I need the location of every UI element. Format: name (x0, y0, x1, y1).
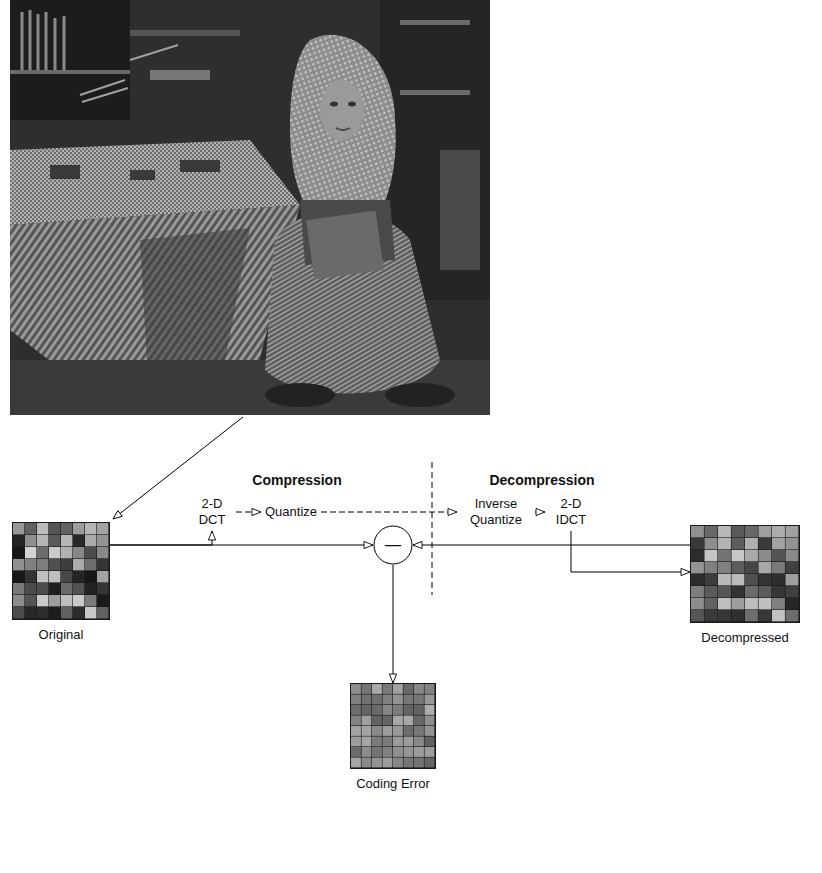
operator-symbol: — (385, 537, 401, 553)
image-block: Original (12, 522, 110, 643)
pixel-grid (12, 522, 110, 620)
section-heading: Decompression (489, 472, 594, 488)
step-label: Inverse Quantize (461, 496, 531, 528)
image-block: Decompressed (690, 525, 800, 646)
step-label: Quantize (265, 504, 317, 520)
subtract-circle: — (373, 525, 413, 565)
leader-arrow (113, 417, 243, 519)
process-step: 2-D DCT (192, 496, 232, 528)
step-label: 2-D DCT (192, 496, 232, 528)
flow-arrow (321, 512, 457, 513)
flow-arrow (393, 565, 394, 683)
pixel-grid (690, 525, 800, 623)
flow-arrow (535, 512, 545, 513)
block-caption: Decompressed (690, 630, 800, 646)
flow-arrow (413, 545, 690, 546)
divider-line (432, 462, 433, 595)
process-step: Inverse Quantize (461, 496, 531, 528)
process-step: Quantize (265, 504, 317, 520)
section-heading: Compression (252, 472, 341, 488)
step-label: 2-D IDCT (549, 496, 593, 528)
pixel-grid (350, 683, 436, 769)
process-step: 2-D IDCT (549, 496, 593, 528)
flow-arrow (110, 545, 373, 546)
flow-arrow (110, 531, 212, 545)
photo (10, 0, 490, 415)
block-caption: Original (12, 627, 110, 643)
block-caption: Coding Error (350, 776, 436, 792)
flow-arrow (236, 512, 261, 513)
flow-arrow (571, 531, 690, 572)
image-block: Coding Error (350, 683, 436, 792)
